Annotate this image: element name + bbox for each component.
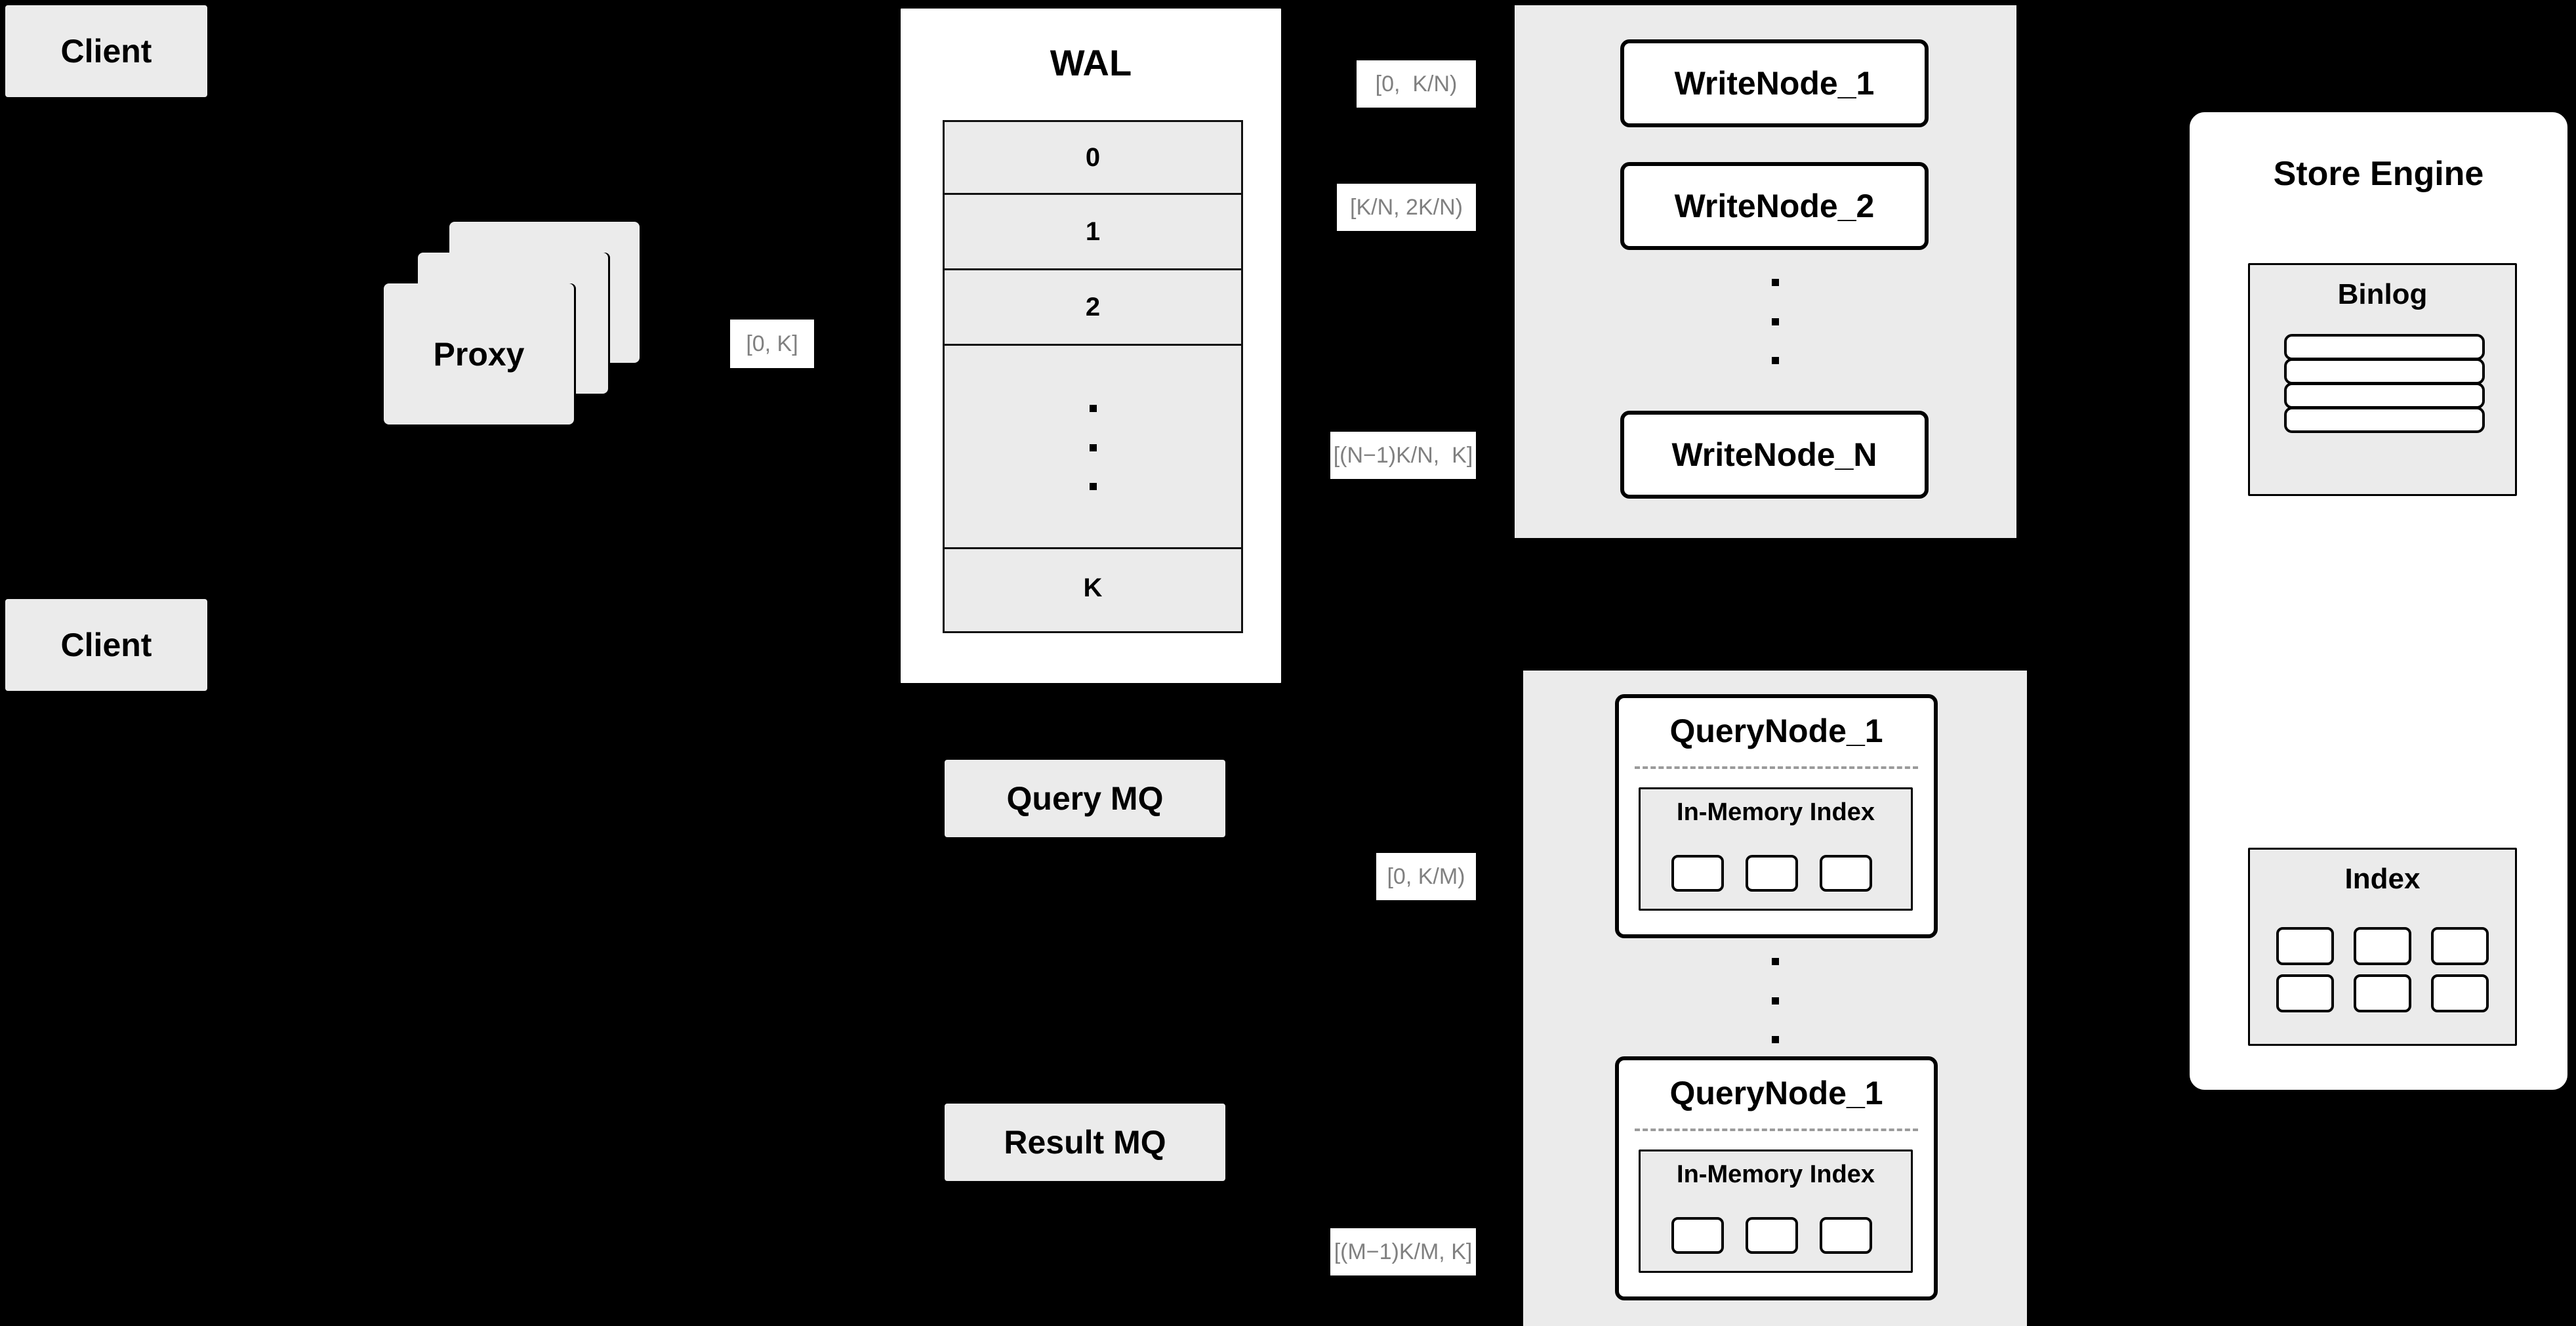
- query-node-m-divider: [1635, 1129, 1918, 1131]
- range-text-write-n: [(N−1)K/N, K]: [1333, 442, 1473, 468]
- query-mq-box[interactable]: Query MQ: [945, 760, 1225, 837]
- write-cluster-vertical-ellipsis-icon: [1771, 279, 1779, 364]
- index-tile: [1746, 855, 1798, 892]
- range-text-query-m: [(M−1)K/M, K]: [1334, 1239, 1473, 1264]
- query-node-m-index-title: In-Memory Index: [1677, 1161, 1875, 1188]
- client-box-2[interactable]: Client: [5, 599, 207, 691]
- range-label-write-1: [0, K/N): [1357, 60, 1476, 108]
- wal-vertical-ellipsis-icon: [1090, 405, 1097, 490]
- binlog-bar: [2284, 407, 2485, 433]
- query-node-1[interactable]: QueryNode_1 In-Memory Index: [1615, 694, 1938, 938]
- store-engine-title: Store Engine: [2273, 155, 2484, 193]
- query-node-1-label: QueryNode_1: [1669, 713, 1883, 749]
- range-label-write-n: [(N−1)K/N, K]: [1330, 432, 1476, 479]
- wal-row-k[interactable]: K: [945, 549, 1241, 627]
- store-index-tile: [2431, 927, 2489, 965]
- write-node-n[interactable]: WriteNode_N: [1620, 411, 1929, 499]
- binlog-bar: [2284, 358, 2485, 384]
- client-label-2: Client: [60, 627, 152, 663]
- range-label-query-m: [(M−1)K/M, K]: [1330, 1228, 1476, 1275]
- store-index-tile: [2276, 974, 2334, 1012]
- result-mq-label: Result MQ: [1004, 1124, 1166, 1161]
- store-index-tile: [2354, 927, 2411, 965]
- binlog-bar: [2284, 383, 2485, 409]
- wal-row-2[interactable]: 2: [945, 270, 1241, 346]
- index-tile: [1671, 1217, 1724, 1254]
- query-node-m-label: QueryNode_1: [1669, 1075, 1883, 1111]
- wal-title: WAL: [1050, 42, 1132, 83]
- wal-table: 0 1 2 K: [943, 120, 1243, 633]
- query-node-1-index-title: In-Memory Index: [1677, 798, 1875, 826]
- store-index-tile: [2431, 974, 2489, 1012]
- proxy-stack[interactable]: Proxy: [384, 222, 666, 425]
- index-title: Index: [2344, 863, 2421, 895]
- wal-row-0[interactable]: 0: [945, 122, 1241, 195]
- client-label-1: Client: [60, 33, 152, 70]
- result-mq-box[interactable]: Result MQ: [945, 1104, 1225, 1181]
- binlog-bar: [2284, 334, 2485, 360]
- range-text-query-1: [0, K/M): [1387, 863, 1465, 889]
- query-cluster-vertical-ellipsis-icon: [1771, 958, 1779, 1043]
- binlog-panel: Binlog: [2248, 263, 2517, 496]
- write-node-1-label: WriteNode_1: [1674, 65, 1875, 102]
- range-text-proxy-to-wal: [0, K]: [746, 331, 798, 356]
- query-node-m[interactable]: QueryNode_1 In-Memory Index: [1615, 1056, 1938, 1300]
- index-tile: [1820, 855, 1872, 892]
- write-node-1[interactable]: WriteNode_1: [1620, 39, 1929, 127]
- write-node-2-label: WriteNode_2: [1674, 188, 1875, 224]
- wal-row-1[interactable]: 1: [945, 195, 1241, 270]
- write-node-n-label: WriteNode_N: [1671, 436, 1877, 473]
- range-label-proxy-to-wal: [0, K]: [730, 320, 814, 368]
- index-tile: [1820, 1217, 1872, 1254]
- proxy-card-front: Proxy: [384, 283, 574, 425]
- range-label-write-2: [K/N, 2K/N): [1337, 184, 1476, 231]
- client-box-1[interactable]: Client: [5, 5, 207, 97]
- store-index-tile: [2354, 974, 2411, 1012]
- query-node-m-inmemory-index: In-Memory Index: [1639, 1150, 1913, 1273]
- range-text-write-1: [0, K/N): [1375, 71, 1458, 96]
- store-index-tile: [2276, 927, 2334, 965]
- range-text-write-2: [K/N, 2K/N): [1350, 194, 1463, 220]
- range-label-query-1: [0, K/M): [1376, 853, 1476, 900]
- index-panel: Index: [2248, 848, 2517, 1046]
- proxy-label: Proxy: [433, 335, 525, 373]
- wal-row-ellipsis: [945, 346, 1241, 549]
- write-node-2[interactable]: WriteNode_2: [1620, 162, 1929, 250]
- index-tile: [1746, 1217, 1798, 1254]
- binlog-title: Binlog: [2337, 278, 2428, 310]
- query-node-1-inmemory-index: In-Memory Index: [1639, 787, 1913, 911]
- index-tile: [1671, 855, 1724, 892]
- query-mq-label: Query MQ: [1006, 780, 1164, 817]
- query-node-1-divider: [1635, 766, 1918, 769]
